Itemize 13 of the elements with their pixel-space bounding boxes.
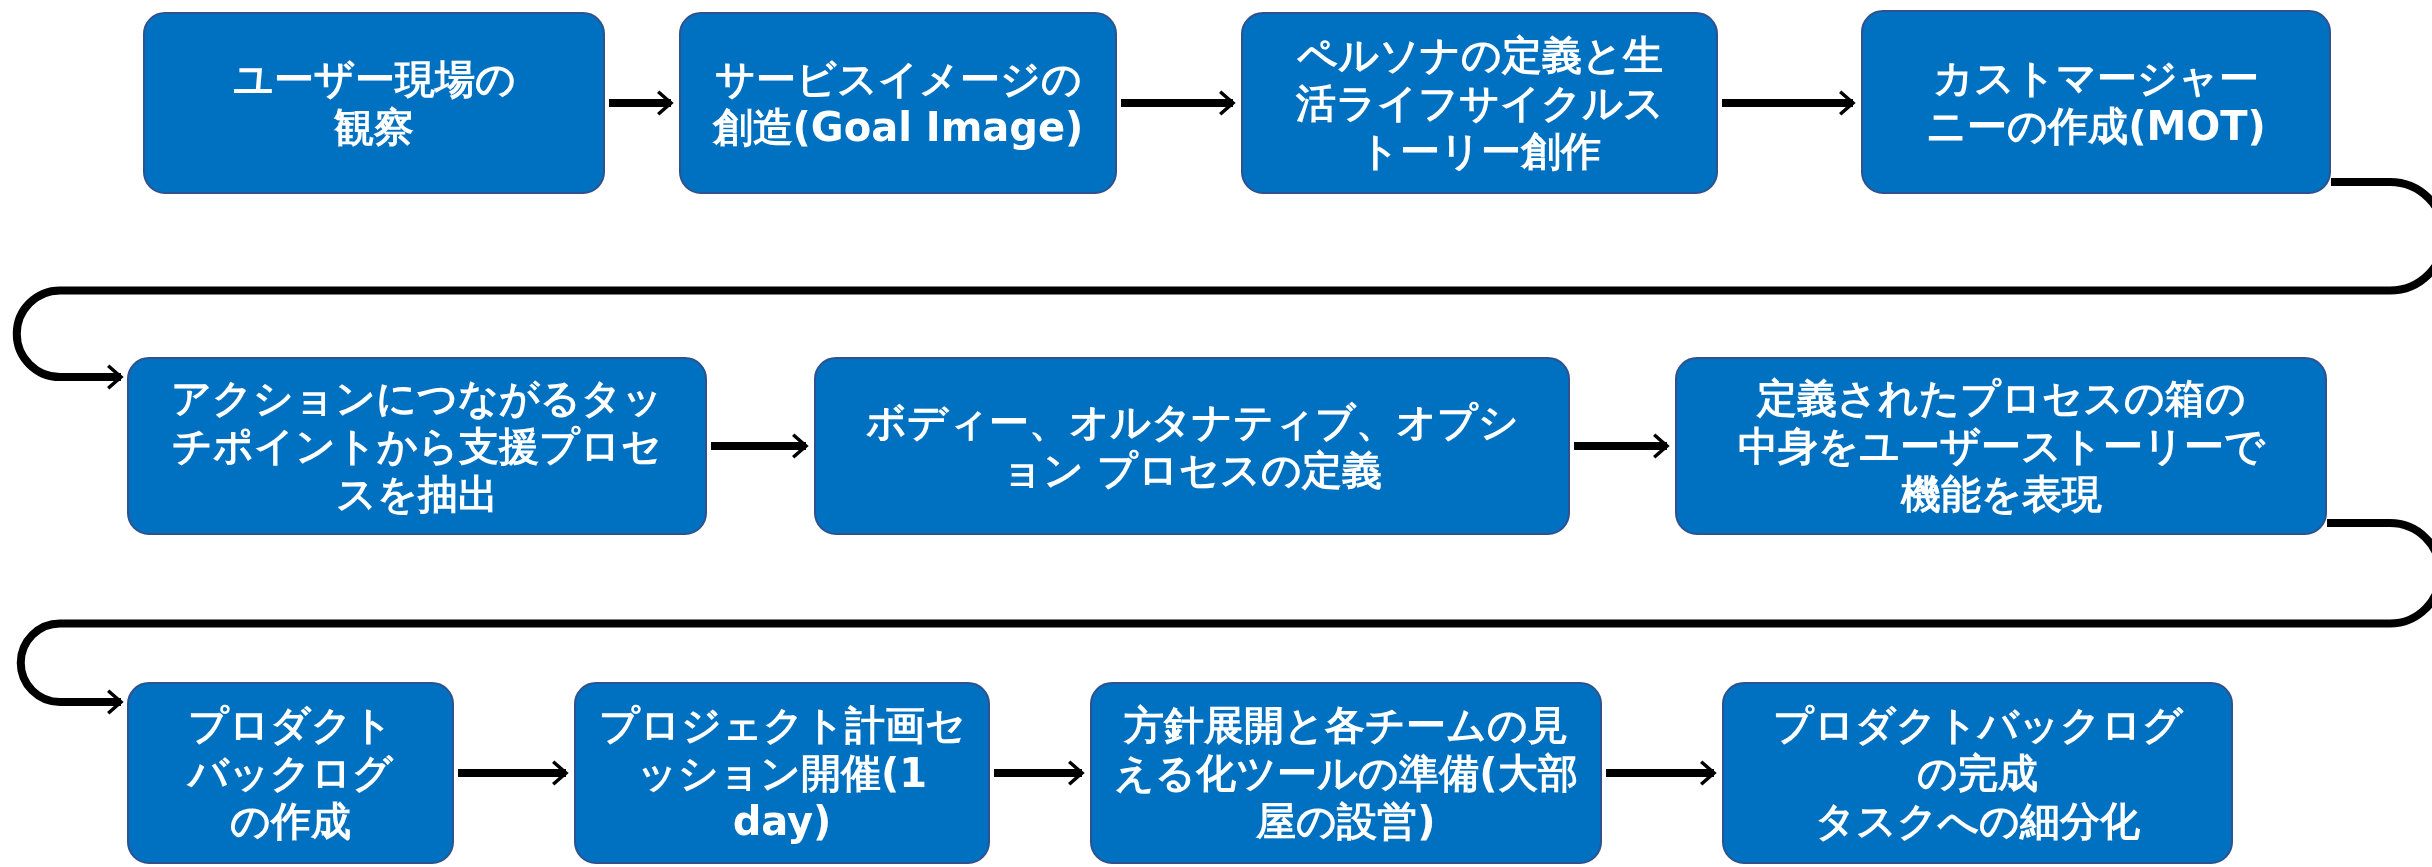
process-box: アクションにつながるタッチポイントから支援プロセスを抽出	[127, 357, 707, 535]
process-box: プロダクトバックログの完成 タスクへの細分化	[1722, 682, 2233, 864]
process-box: プロジェクト計画セッション開催(1 day)	[574, 682, 990, 864]
process-box: ボディー、オルタナティブ、オプション プロセスの定義	[814, 357, 1570, 535]
arrow	[17, 519, 2432, 715]
arrow	[14, 178, 2432, 390]
process-box: ペルソナの定義と生活ライフサイクルストーリー創作	[1241, 12, 1718, 194]
process-box: カストマージャーニーの作成(MOT)	[1861, 10, 2331, 194]
process-box: サービスイメージの創造(Goal Image)	[679, 12, 1117, 194]
process-box: 方針展開と各チームの見える化ツールの準備(大部屋の設営)	[1090, 682, 1602, 864]
process-box: ユーザー現場の観察	[143, 12, 605, 194]
process-box: プロダクトバックログの作成	[127, 682, 454, 864]
process-box: 定義されたプロセスの箱の中身をユーザーストーリーで機能を表現	[1675, 357, 2327, 535]
